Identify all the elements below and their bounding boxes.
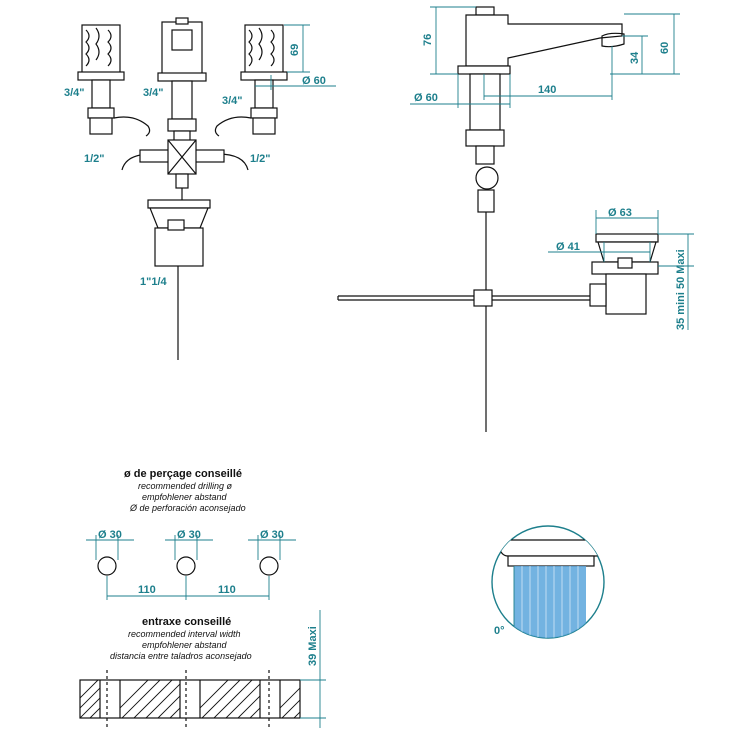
interval-section: entraxe conseillé recommended interval w… <box>79 610 326 728</box>
spacing-2-label: 110 <box>218 584 236 596</box>
left-handle <box>77 24 151 137</box>
dim-side-diameter: Ø 60 <box>410 74 511 108</box>
dim-41: Ø 41 <box>548 241 651 262</box>
dim-76: 76 <box>422 6 476 75</box>
dim-thickness-label: 35 mini 50 Maxi <box>675 249 687 330</box>
dim-41-label: Ø 41 <box>556 241 580 253</box>
dim-140-label: 140 <box>538 84 556 96</box>
dim-76-label: 76 <box>422 34 434 46</box>
spacing-1-label: 110 <box>138 584 156 596</box>
interval-sub-en: recommended interval width <box>128 629 241 639</box>
dim-69-label: 69 <box>289 44 301 56</box>
spout <box>457 6 625 432</box>
dim-side-diameter-label: Ø 60 <box>414 92 438 104</box>
dim-63: Ø 63 <box>595 207 659 234</box>
dim-34: 34 <box>610 35 648 75</box>
hole-1-label: Ø 30 <box>98 529 122 541</box>
dim-34-label: 34 <box>629 51 641 64</box>
dim-thickness: 35 mini 50 Maxi <box>658 233 694 330</box>
hole-3: Ø 30 <box>248 529 296 576</box>
label-right-outlet: 1/2" <box>250 153 271 165</box>
dim-140: 140 <box>483 46 613 100</box>
mixer-cross <box>121 139 249 200</box>
drilling-sub-de: empfohlener abstand <box>142 492 228 502</box>
drilling-sub-en: recommended drilling ø <box>138 481 233 491</box>
interval-title: entraxe conseillé <box>142 616 231 628</box>
front-view: 69 Ø 60 3/4" 3/4" 3/4" 1/2" 1/2" 1"1/4 <box>64 17 336 360</box>
hole-2: Ø 30 <box>165 529 213 576</box>
dim-39-label: 39 Maxi <box>307 626 319 666</box>
interval-sub-de: empfohlener abstand <box>142 640 228 650</box>
label-left-outlet: 1/2" <box>84 153 105 165</box>
aerator-detail: 0° <box>491 525 605 639</box>
center-handle <box>157 17 207 144</box>
label-left-inlet: 3/4" <box>64 87 85 99</box>
label-drain-thread: 1"1/4 <box>140 276 168 288</box>
side-view: 76 34 60 140 Ø 60 <box>337 6 680 432</box>
dim-39: 39 Maxi <box>300 610 326 728</box>
right-handle <box>214 24 288 137</box>
front-drain <box>147 199 211 360</box>
dim-60-vertical-label: 60 <box>659 42 671 54</box>
drilling-section: ø de perçage conseillé recommended drill… <box>86 468 296 600</box>
dim-front-diameter: Ø 60 <box>255 75 336 90</box>
spacing-dims: 110 110 <box>106 576 270 600</box>
dim-60-vertical: 60 <box>624 13 680 75</box>
drain-view: Ø 63 Ø 41 35 mini 50 Maxi <box>548 207 694 330</box>
label-right-inlet: 3/4" <box>222 95 243 107</box>
drilling-title: ø de perçage conseillé <box>124 468 242 480</box>
dim-63-label: Ø 63 <box>608 207 632 219</box>
hole-3-label: Ø 30 <box>260 529 284 541</box>
detail-angle-label: 0° <box>494 625 505 637</box>
plate-section <box>79 670 301 728</box>
pull-rod <box>337 289 590 307</box>
dim-69: 69 <box>284 24 310 73</box>
hole-2-label: Ø 30 <box>177 529 201 541</box>
drilling-sub-es: Ø de perforación aconsejado <box>129 503 246 513</box>
hole-1: Ø 30 <box>86 529 134 576</box>
dim-front-diameter-label: Ø 60 <box>302 75 326 87</box>
label-center-inlet: 3/4" <box>143 87 164 99</box>
interval-sub-es: distancia entre taladros aconsejado <box>110 651 252 661</box>
